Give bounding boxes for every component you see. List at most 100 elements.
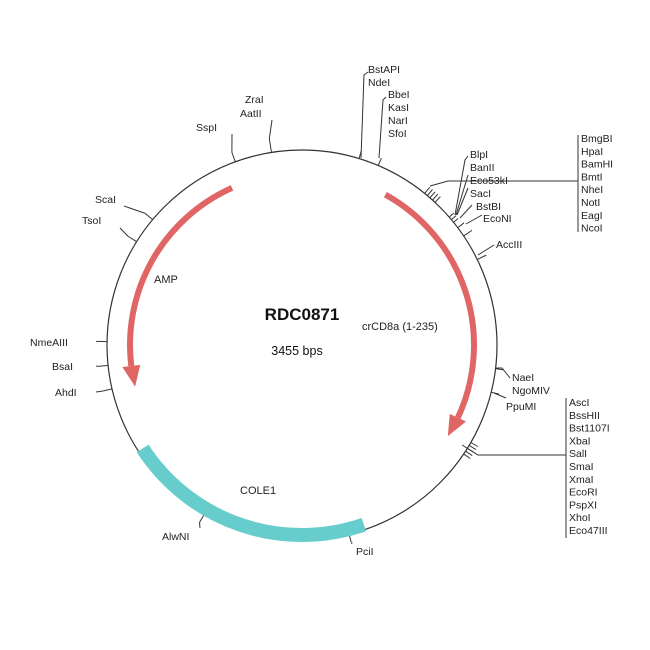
site-tick <box>457 222 465 229</box>
site-label: ScaI <box>95 194 116 206</box>
site-tick <box>429 191 436 199</box>
site-label: BbeI <box>388 89 410 101</box>
site-label: Eco53kI <box>470 175 508 187</box>
site-label: SspI <box>196 122 217 134</box>
site-label: AscI <box>569 397 589 409</box>
site-label: BstAPI <box>368 64 400 76</box>
site-label: NcoI <box>581 223 603 235</box>
cluster2-labels: AscIBssHIIBst1107IXbaISalISmaIXmaIEcoRIP… <box>569 397 610 537</box>
site-label: EcoRI <box>569 487 598 499</box>
site-label: BmtI <box>581 171 603 183</box>
site-label: BamHI <box>581 159 613 171</box>
site-label: NmeAIII <box>30 337 68 349</box>
site-tick <box>451 215 457 221</box>
blpi-leader <box>454 155 469 216</box>
plasmid-name: RDC0871 <box>265 305 340 324</box>
site-label: PspXI <box>569 499 597 511</box>
site-tick <box>448 212 455 218</box>
acciii-leader <box>477 244 495 256</box>
feature-arc-cole1 <box>136 444 367 542</box>
site-label: SalI <box>569 448 587 460</box>
site-leader <box>268 119 273 139</box>
site-label: BssHII <box>569 410 600 422</box>
feature-label-amp: AMP <box>154 274 178 286</box>
site-label: SacI <box>470 188 491 200</box>
site-label: BsaI <box>52 361 73 373</box>
bstapi-leader <box>360 71 369 159</box>
econi-leader <box>465 214 483 225</box>
site-tick <box>463 229 473 237</box>
site-tick <box>231 152 236 162</box>
site-label: KasI <box>388 102 409 114</box>
plasmid-size: 3455 bps <box>271 344 322 358</box>
site-label: AccIII <box>496 239 522 251</box>
site-label: AatII <box>240 108 262 120</box>
site-tick <box>424 186 431 194</box>
site-label: PciI <box>356 546 374 558</box>
ppumi-leader <box>493 392 507 399</box>
site-label: SmaI <box>569 461 594 473</box>
site-label: HpaI <box>581 146 603 158</box>
site-tick <box>463 453 471 459</box>
naei-leader <box>496 367 511 379</box>
banii-leader <box>455 174 469 216</box>
site-label: BmgBI <box>581 133 613 145</box>
site-tick <box>470 442 479 447</box>
site-tick <box>468 445 477 450</box>
site-label: BlpI <box>470 149 488 161</box>
site-label: NdeI <box>368 77 390 89</box>
feature-arc-crcd8a-arrowhead <box>447 413 467 437</box>
site-label: XbaI <box>569 435 591 447</box>
site-tick <box>465 450 473 456</box>
saci-leader <box>456 187 469 216</box>
site-leader <box>123 205 146 214</box>
feature-label-crcd8a: crCD8a (1-235) <box>362 321 438 333</box>
site-tick <box>127 235 137 243</box>
site-label: NgoMIV <box>512 385 550 397</box>
feature-arc-amp <box>127 185 234 367</box>
site-label: Bst1107I <box>569 423 610 435</box>
site-label: AhdI <box>55 387 77 399</box>
site-tick <box>477 254 487 260</box>
site-label: BstBI <box>476 201 501 213</box>
site-leader <box>95 340 98 343</box>
site-leader <box>199 522 201 529</box>
site-tick <box>102 388 113 392</box>
site-label: PpuMI <box>506 401 536 413</box>
site-label: AlwNI <box>162 531 189 543</box>
cluster1-leader <box>429 180 578 187</box>
site-tick <box>434 196 441 203</box>
site-tick <box>98 364 109 367</box>
site-label: NotI <box>581 197 600 209</box>
site-label: EagI <box>581 210 603 222</box>
feature-arcs <box>122 185 477 542</box>
cluster2-leader <box>461 444 566 456</box>
site-label: EcoNI <box>483 213 512 225</box>
site-tick <box>377 157 382 166</box>
site-label: NheI <box>581 184 603 196</box>
site-tick <box>426 189 433 196</box>
feature-arc-crcd8a <box>383 191 477 419</box>
feature-arc-amp-arrowhead <box>122 364 141 387</box>
site-tick <box>144 212 153 221</box>
site-tick <box>495 368 504 371</box>
site-label: NarI <box>388 115 408 127</box>
site-label: ZraI <box>245 94 264 106</box>
site-leader <box>95 390 103 393</box>
site-label: SfoI <box>388 128 407 140</box>
site-tick <box>453 218 459 223</box>
site-label: Eco47III <box>569 525 608 537</box>
bbei-leader <box>378 96 387 159</box>
site-label: XmaI <box>569 474 594 486</box>
site-tick <box>432 193 439 201</box>
bstbi-leader <box>459 204 473 219</box>
site-tick <box>268 138 272 153</box>
site-label: BanII <box>470 162 495 174</box>
site-label: TsoI <box>82 215 101 227</box>
site-label: NaeI <box>512 372 534 384</box>
site-leader <box>119 227 129 237</box>
site-label: XhoI <box>569 512 591 524</box>
